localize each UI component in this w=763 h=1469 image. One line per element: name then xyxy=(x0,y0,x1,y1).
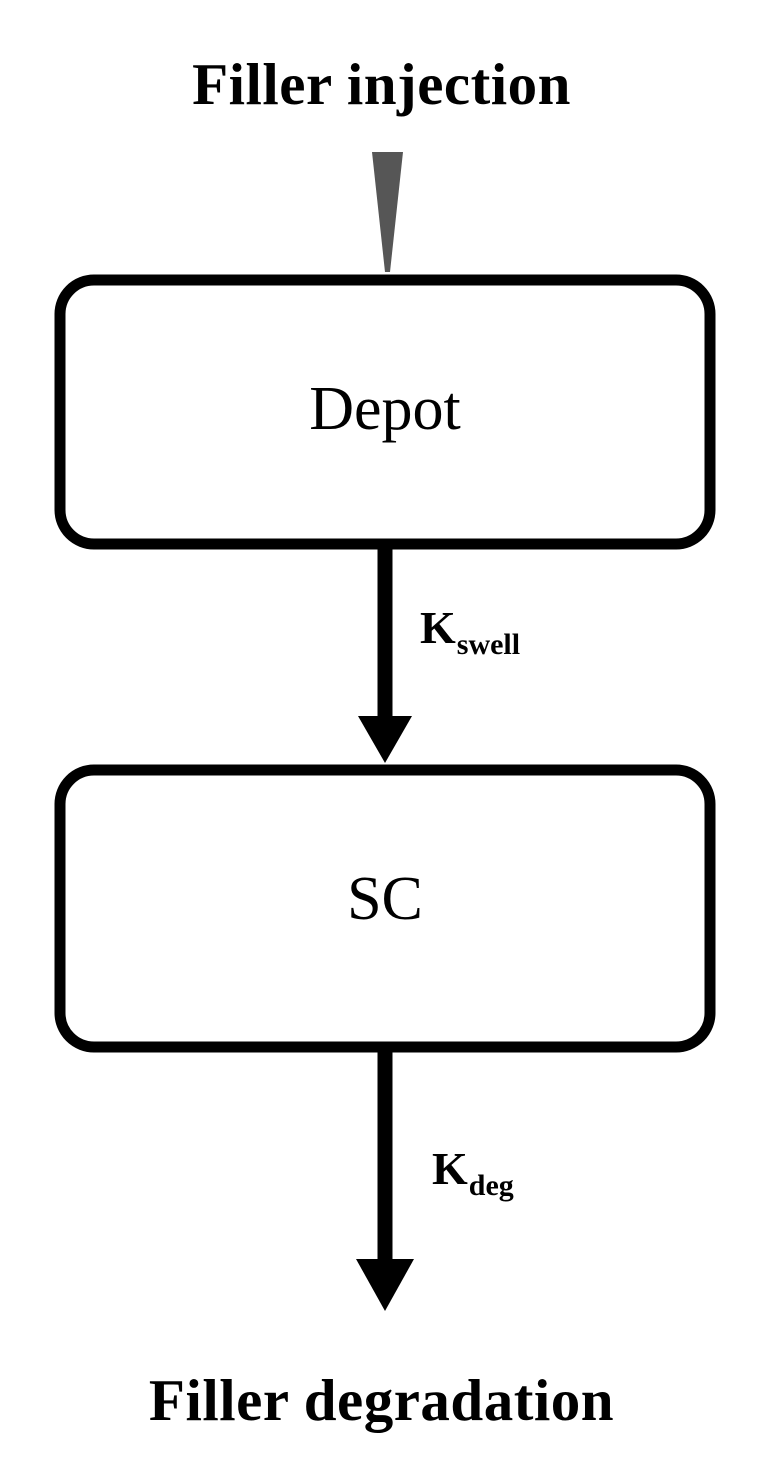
sc-node-box[interactable] xyxy=(54,764,716,1053)
filler-degradation-label: Filler degradation xyxy=(148,1367,615,1433)
rate-constant-k-deg-label: Kdeg xyxy=(432,1143,712,1201)
rate-constant-k-swell-label: Kswell xyxy=(420,602,700,660)
filler-injection-label: Filler injection xyxy=(192,51,571,117)
depot-node-label: Depot xyxy=(309,375,461,443)
sc-node-label: SC xyxy=(347,865,423,933)
injection-needle-icon xyxy=(372,152,403,272)
arrow-depot-to-sc xyxy=(358,548,412,763)
arrow-sc-to-degradation xyxy=(356,1052,414,1311)
k-swell-symbol: K xyxy=(420,602,456,653)
k-deg-subscript: deg xyxy=(468,1169,514,1202)
depot-node-box[interactable] xyxy=(54,274,716,550)
k-swell-subscript: swell xyxy=(456,628,521,661)
k-deg-symbol: K xyxy=(432,1143,468,1194)
